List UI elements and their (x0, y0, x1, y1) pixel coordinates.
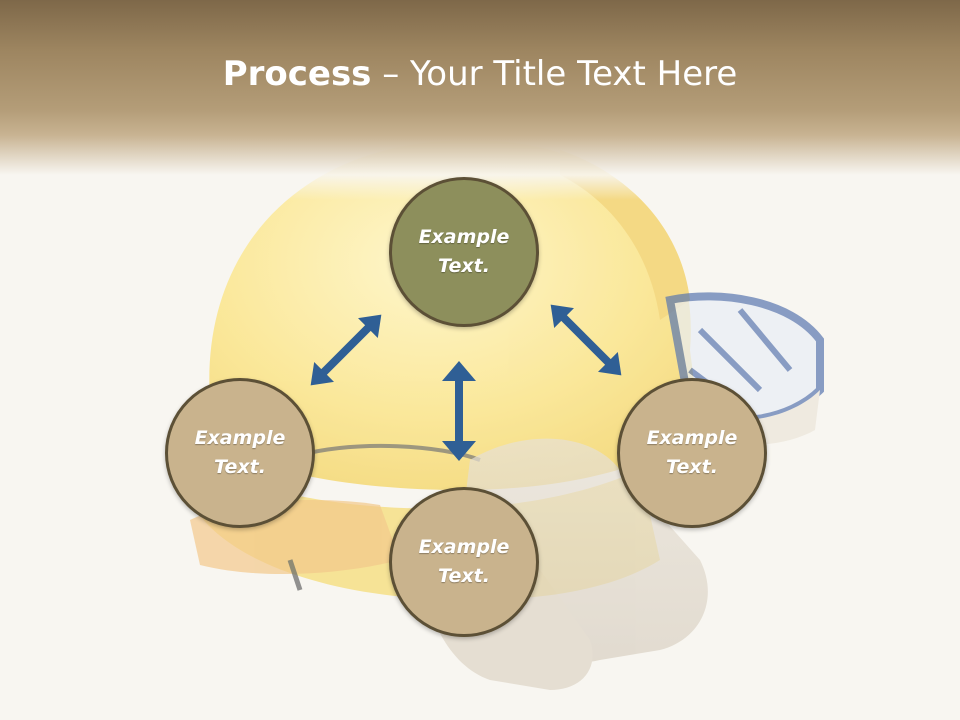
slide-title: Process – Your Title Text Here (0, 52, 960, 96)
process-circle-label: Example Text. (194, 427, 286, 478)
title-rest-part: – Your Title Text Here (371, 54, 738, 94)
title-bold-part: Process (222, 54, 372, 94)
process-circle-label: Example Text. (418, 226, 510, 277)
double-arrow-icon (442, 361, 476, 461)
process-circle-left[interactable]: Example Text. (165, 378, 315, 528)
process-circle-label: Example Text. (646, 427, 738, 478)
process-circle-label: Example Text. (418, 536, 510, 587)
double-arrow-icon (550, 304, 622, 376)
process-circle-right[interactable]: Example Text. (617, 378, 767, 528)
process-circle-bottom[interactable]: Example Text. (389, 487, 539, 637)
process-circle-top[interactable]: Example Text. (389, 177, 539, 327)
double-arrow-icon (310, 314, 382, 386)
header-band (0, 0, 960, 200)
